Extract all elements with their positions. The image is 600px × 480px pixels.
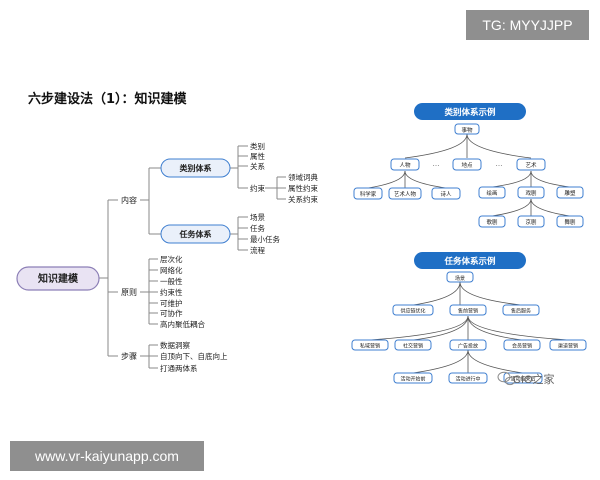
ellipsis: … xyxy=(496,160,503,168)
category-example-title: 类别体系示例 xyxy=(444,107,496,118)
category-item: 关系 xyxy=(250,161,265,171)
category-item: 类别 xyxy=(250,141,265,151)
task-node-label: 售前营销 xyxy=(458,308,478,315)
category-node-label: 事物 xyxy=(461,126,473,134)
task-example: 任务体系示例 场景 供应链优化 售前营销 售后服务 私域营销 社交营销 广告投放 xyxy=(351,252,587,384)
task-node xyxy=(394,339,432,351)
constraint-subitem: 关系约束 xyxy=(288,194,318,204)
task-node-label: 社交营销 xyxy=(403,343,423,350)
constraint-subitem: 属性约束 xyxy=(288,183,318,193)
task-node-label: 广告投放 xyxy=(458,343,478,350)
ellipsis: … xyxy=(433,160,440,168)
category-node xyxy=(556,186,584,199)
watermark-top: TG: MYYJJPP xyxy=(466,10,589,40)
task-tree-edges xyxy=(369,281,569,374)
category-node-label: 雕塑 xyxy=(564,189,576,197)
category-node xyxy=(478,215,506,228)
task-item: 流程 xyxy=(250,245,265,255)
mindmap xyxy=(99,145,286,369)
category-example: 类别体系示例 … … 事物 人物 地点 艺术 科学家 艺术人物 xyxy=(353,103,584,228)
source-label: CIO之家 xyxy=(513,374,555,386)
category-node-label: 舞剧 xyxy=(564,218,576,226)
step-item: 数据洞察 xyxy=(160,340,190,350)
category-system-label: 类别体系 xyxy=(180,163,212,173)
category-node-label: 戏剧 xyxy=(525,189,537,197)
category-node xyxy=(478,186,506,199)
category-node xyxy=(516,158,546,171)
category-node xyxy=(353,187,383,200)
wechat-icon xyxy=(497,371,516,386)
task-node-label: 场景 xyxy=(455,275,465,282)
step-item: 打通两体系 xyxy=(160,363,198,373)
task-item: 任务 xyxy=(250,223,265,233)
category-node xyxy=(390,158,420,171)
task-node xyxy=(503,372,543,384)
category-node xyxy=(431,187,461,200)
page-title: 六步建设法（1）：知识建模 xyxy=(28,92,187,107)
branch-content: 内容 xyxy=(121,195,137,205)
step-item: 自顶向下、自底向上 xyxy=(160,351,228,361)
task-system-pill xyxy=(160,224,231,244)
task-node xyxy=(449,339,487,351)
principle-item: 一般性 xyxy=(160,276,183,286)
task-node xyxy=(549,339,587,351)
task-item: 最小任务 xyxy=(250,234,280,244)
branch-principles: 原则 xyxy=(121,287,137,297)
principle-item: 可维护 xyxy=(160,298,183,308)
category-node-label: 人物 xyxy=(399,161,411,169)
task-item: 场景 xyxy=(250,213,265,222)
category-node-label: 艺术 xyxy=(525,161,537,169)
task-node xyxy=(449,304,487,316)
task-node xyxy=(503,339,541,351)
category-node xyxy=(452,158,482,171)
task-node xyxy=(351,339,389,351)
category-example-title-bar xyxy=(414,103,526,120)
category-node-label: 地点 xyxy=(461,161,473,169)
principle-item: 层次化 xyxy=(160,254,183,264)
category-node-label: 京剧 xyxy=(525,218,537,226)
task-node-label: 活动进行中 xyxy=(455,376,480,383)
category-node xyxy=(517,215,545,228)
root-node-label: 知识建模 xyxy=(37,272,79,285)
constraint-item: 约束 xyxy=(250,183,265,193)
category-item: 属性 xyxy=(250,151,265,161)
principle-item: 可协作 xyxy=(160,308,183,318)
category-node-label: 绘画 xyxy=(486,189,497,197)
task-node xyxy=(448,372,488,384)
task-system-label: 任务体系 xyxy=(179,229,212,239)
task-example-title: 任务体系示例 xyxy=(443,256,496,267)
task-node xyxy=(502,304,540,316)
task-node xyxy=(392,304,434,316)
principle-item: 高内聚低耦合 xyxy=(160,319,205,329)
category-node xyxy=(517,186,545,199)
category-node xyxy=(388,187,422,200)
task-example-title-bar xyxy=(414,252,526,269)
category-node-label: 科学家 xyxy=(360,190,377,198)
branch-steps: 步骤 xyxy=(121,352,137,361)
watermark-bottom: www.vr-kaiyunapp.com xyxy=(10,441,204,471)
task-node-label: 活动结束后 xyxy=(510,376,535,383)
task-node-label: 会员营销 xyxy=(512,343,532,350)
root-node xyxy=(16,266,100,291)
principle-item: 约束性 xyxy=(160,287,183,297)
task-node-root xyxy=(446,271,474,283)
category-node-label: 诗人 xyxy=(440,190,452,198)
task-node xyxy=(393,372,433,384)
task-node-label: 售后服务 xyxy=(511,308,531,315)
task-node-label: 私域营销 xyxy=(360,343,380,350)
category-node-root xyxy=(454,123,480,135)
task-node-label: 渠道营销 xyxy=(558,343,578,350)
category-tree-edges xyxy=(367,133,571,217)
category-node xyxy=(556,215,584,228)
task-node-label: 供应链优化 xyxy=(400,308,425,315)
category-node-label: 歌剧 xyxy=(486,218,498,226)
task-node-label: 活动开始前 xyxy=(400,376,425,383)
principle-item: 网络化 xyxy=(160,265,183,275)
category-node-label: 艺术人物 xyxy=(394,190,417,198)
category-system-pill xyxy=(160,158,231,178)
constraint-subitem: 领域词典 xyxy=(288,172,318,182)
